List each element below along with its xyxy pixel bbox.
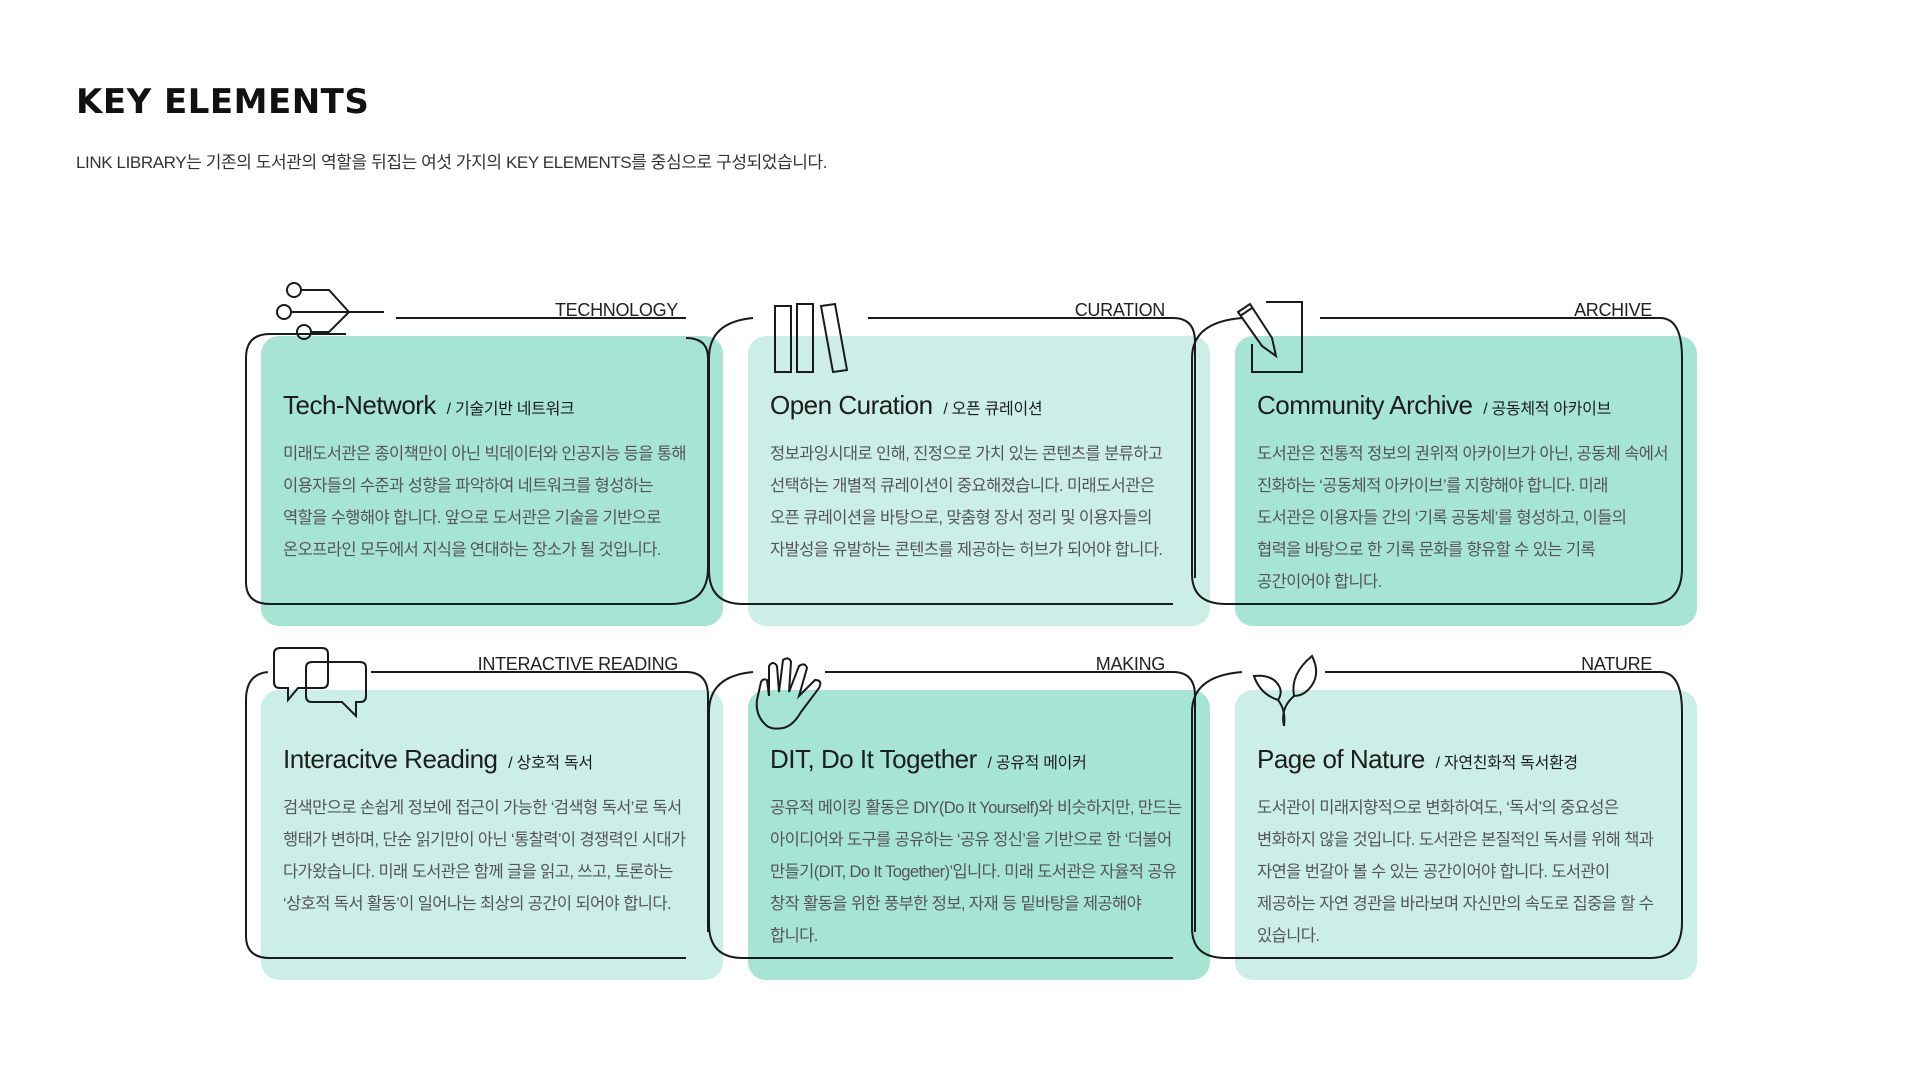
- card-fill: [748, 336, 1210, 626]
- card-body: 검색만으로 손쉽게 정보에 접근이 가능한 ‘검색형 독서’로 독서 행태가 변…: [283, 799, 686, 913]
- card-making: MAKING DIT, Do It Together / 공유적 메이커 공유적…: [708, 654, 1210, 980]
- card-subtitle: / 공동체적 아카이브: [1483, 401, 1611, 418]
- card-title: Open Curation: [770, 390, 933, 420]
- card-subtitle: / 공유적 메이커: [987, 755, 1087, 772]
- card-subtitle: / 자연친화적 독서환경: [1435, 755, 1579, 772]
- card-outline: [245, 317, 709, 605]
- card-body: 정보과잉시대로 인해, 진정으로 가치 있는 콘텐츠를 분류하고 선택하는 개별…: [770, 445, 1163, 559]
- card-fill: [1235, 336, 1697, 626]
- card-tag: CURATION: [1074, 300, 1166, 320]
- card-heading: Interacitve Reading / 상호적 독서: [283, 744, 593, 775]
- card-title: Page of Nature: [1257, 744, 1425, 774]
- card-body: 도서관은 전통적 정보의 권위적 아카이브가 아닌, 공동체 속에서 진화하는 …: [1257, 445, 1669, 591]
- card-subtitle: / 상호적 독서: [508, 755, 593, 772]
- card-heading: Open Curation / 오픈 큐레이션: [770, 390, 1043, 421]
- card-title: Tech-Network: [283, 390, 436, 420]
- leaves-icon: [1252, 654, 1318, 727]
- card-tag: INTERACTIVE READING: [477, 654, 679, 674]
- card-interactive-reading: INTERACTIVE READING Interacitve Reading …: [245, 647, 723, 980]
- card-tag: MAKING: [1095, 654, 1166, 674]
- card-body: 공유적 메이킹 활동은 DIY(Do It Yourself)와 비슷하지만, …: [770, 799, 1182, 945]
- card-tag: TECHNOLOGY: [554, 300, 678, 320]
- speech-bubbles-icon: [273, 647, 367, 719]
- network-plug-icon: [276, 282, 384, 340]
- card-title: Interacitve Reading: [283, 744, 498, 774]
- books-icon: [774, 302, 849, 374]
- hand-icon: [755, 657, 822, 730]
- card-tag: NATURE: [1581, 654, 1652, 674]
- card-nature: NATURE Page of Nature / 자연친화적 독서환경 도서관이 …: [1191, 654, 1697, 980]
- pen-note-icon: [1236, 301, 1303, 373]
- card-heading: Tech-Network / 기술기반 네트워크: [283, 390, 575, 421]
- card-outline: [1191, 317, 1683, 605]
- card-technology: TECHNOLOGY Tech-Network / 기술기반 네트워크 미래도서…: [245, 282, 723, 626]
- card-outline: [1191, 671, 1683, 959]
- card-fill: [748, 690, 1210, 980]
- card-subtitle: / 오픈 큐레이션: [943, 401, 1043, 418]
- card-tag: ARCHIVE: [1574, 300, 1652, 320]
- card-fill: [261, 336, 723, 626]
- card-body: 도서관이 미래지향적으로 변화하여도, ‘독서’의 중요성은 변화하지 않을 것…: [1257, 799, 1654, 945]
- card-curation: CURATION Open Curation / 오픈 큐레이션 정보과잉시대로…: [708, 300, 1210, 626]
- card-heading: DIT, Do It Together / 공유적 메이커: [770, 744, 1087, 775]
- card-heading: Page of Nature / 자연친화적 독서환경: [1257, 744, 1578, 775]
- card-heading: Community Archive / 공동체적 아카이브: [1257, 390, 1611, 421]
- card-outline: [245, 671, 709, 959]
- page-subtitle: LINK LIBRARY는 기존의 도서관의 역할을 뒤집는 여섯 가지의 KE…: [76, 153, 828, 172]
- card-title: Community Archive: [1257, 390, 1473, 420]
- card-body: 미래도서관은 종이책만이 아닌 빅데이터와 인공지능 등을 통해 이용자들의 수…: [283, 445, 687, 559]
- card-archive: ARCHIVE Community Archive / 공동체적 아카이브 도서…: [1191, 300, 1697, 626]
- card-title: DIT, Do It Together: [770, 744, 977, 774]
- card-subtitle: / 기술기반 네트워크: [446, 401, 575, 418]
- card-fill: [261, 690, 723, 980]
- page-title: KEY ELEMENTS: [76, 82, 370, 122]
- card-fill: [1235, 690, 1697, 980]
